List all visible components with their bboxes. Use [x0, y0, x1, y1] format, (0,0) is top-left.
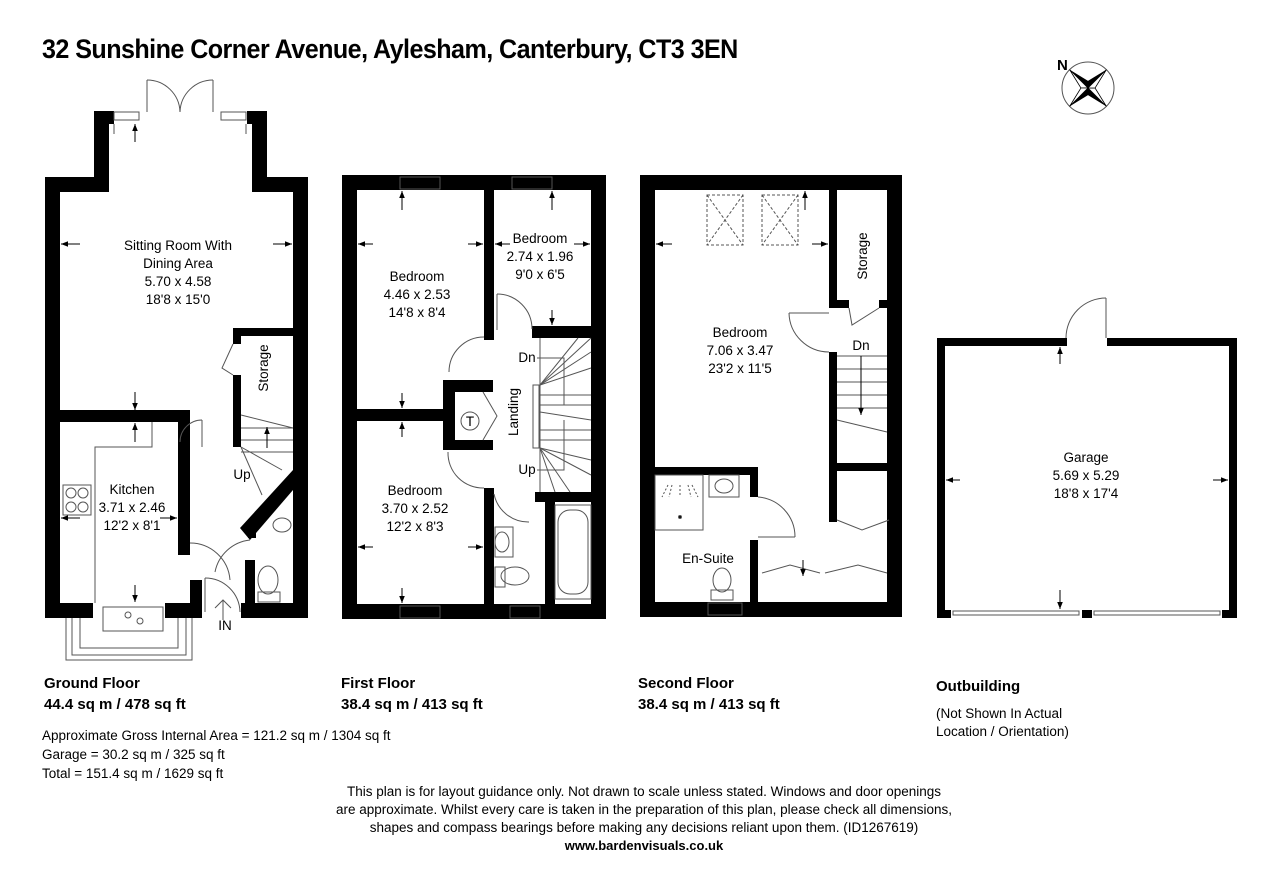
disclaimer: This plan is for layout guidance only. N…	[322, 783, 966, 855]
second-stairs-down-label: Dn	[852, 338, 869, 353]
garage-fixtures	[952, 297, 1221, 616]
first-bedroom-rear-label: Bedroom	[388, 483, 443, 498]
garage-dimension-arrows	[946, 347, 1228, 609]
outbuilding-note-line1: (Not Shown In Actual	[936, 706, 1063, 721]
garage-imperial: 18'8 x 17'4	[1054, 486, 1119, 501]
kitchen-metric: 3.71 x 2.46	[99, 500, 166, 515]
ground-floor-area: 44.4 sq m / 478 sq ft	[44, 696, 186, 713]
disclaimer-line1: This plan is for layout guidance only. N…	[346, 784, 942, 799]
landing-label: Landing	[506, 388, 521, 436]
second-bedroom-metric: 7.06 x 3.47	[707, 343, 774, 358]
first-bedroom-small-metric: 2.74 x 1.96	[507, 249, 574, 264]
total-area: Total = 151.4 sq m / 1629 sq ft	[42, 766, 224, 781]
second-bedroom-imperial: 23'2 x 11'5	[708, 361, 771, 376]
tank-cupboard-symbol: T	[466, 414, 474, 429]
second-floor-plan	[640, 175, 902, 617]
second-floor-caption: Second Floor 38.4 sq m / 413 sq ft	[638, 673, 780, 715]
second-floor-name: Second Floor	[638, 675, 734, 692]
second-storage-label: Storage	[855, 232, 870, 279]
ensuite-label: En-Suite	[682, 551, 734, 566]
ground-floor-plan	[45, 111, 308, 618]
compass-rose-icon	[1061, 61, 1115, 115]
first-bedroom-small-label: Bedroom	[513, 231, 568, 246]
kitchen-imperial: 12'2 x 8'1	[104, 518, 161, 533]
sitting-room-metric: 5.70 x 4.58	[145, 274, 212, 289]
property-address-title: 32 Sunshine Corner Avenue, Aylesham, Can…	[42, 34, 738, 64]
area-summary: Approximate Gross Internal Area = 121.2 …	[42, 726, 391, 783]
outbuilding-note-line2: Location / Orientation)	[936, 724, 1069, 739]
ground-floor-fixtures	[62, 79, 294, 661]
first-floor-fixtures	[399, 176, 592, 619]
garage-label: Garage	[1063, 450, 1108, 465]
sitting-room-imperial: 18'8 x 15'0	[146, 292, 210, 307]
ground-floor-name: Ground Floor	[44, 675, 140, 692]
first-bedroom-rear-metric: 3.70 x 2.52	[382, 501, 449, 516]
first-bedroom-rear-imperial: 12'2 x 8'3	[387, 519, 444, 534]
sitting-room-label-line1: Sitting Room With	[124, 238, 232, 253]
ground-storage-label: Storage	[256, 344, 271, 391]
first-bedroom-large-label: Bedroom	[390, 269, 445, 284]
outbuilding-caption: Outbuilding	[936, 676, 1020, 697]
sitting-room-label-line2: Dining Area	[143, 256, 213, 271]
ground-floor-dimension-arrows	[61, 124, 292, 602]
second-bedroom-label: Bedroom	[713, 325, 768, 340]
garage-area: Garage = 30.2 sq m / 325 sq ft	[42, 747, 225, 762]
disclaimer-line2: are approximate. Whilst every care is ta…	[335, 802, 953, 817]
entrance-arrow-icon	[214, 599, 232, 620]
website-link[interactable]: www.bardenvisuals.co.uk	[564, 838, 724, 853]
entrance-label: IN	[218, 618, 232, 633]
first-floor-area: 38.4 sq m / 413 sq ft	[341, 696, 483, 713]
outbuilding-note: (Not Shown In Actual Location / Orientat…	[936, 705, 1069, 741]
compass-north-label: N	[1057, 57, 1068, 74]
first-bedroom-large-imperial: 14'8 x 8'4	[389, 305, 446, 320]
first-floor-name: First Floor	[341, 675, 416, 692]
first-floor-caption: First Floor 38.4 sq m / 413 sq ft	[341, 673, 483, 715]
second-floor-area: 38.4 sq m / 413 sq ft	[638, 696, 780, 713]
outbuilding-name: Outbuilding	[936, 678, 1021, 695]
disclaimer-line3: shapes and compass bearings before makin…	[369, 820, 919, 835]
gross-internal-area: Approximate Gross Internal Area = 121.2 …	[42, 728, 391, 743]
first-bedroom-small-imperial: 9'0 x 6'5	[515, 267, 564, 282]
first-stairs-up-label: Up	[518, 462, 535, 477]
first-bedroom-large-metric: 4.46 x 2.53	[384, 287, 451, 302]
garage-metric: 5.69 x 5.29	[1053, 468, 1120, 483]
second-floor-fixtures	[654, 194, 890, 616]
garage-plan	[937, 338, 1237, 618]
ground-floor-caption: Ground Floor 44.4 sq m / 478 sq ft	[44, 673, 186, 715]
first-floor-dimension-arrows	[358, 191, 590, 603]
first-floor-plan	[342, 175, 606, 619]
second-floor-dimension-arrows	[656, 191, 864, 576]
first-stairs-down-label: Dn	[518, 350, 535, 365]
kitchen-label: Kitchen	[109, 482, 154, 497]
ground-stairs-up-label: Up	[233, 467, 250, 482]
